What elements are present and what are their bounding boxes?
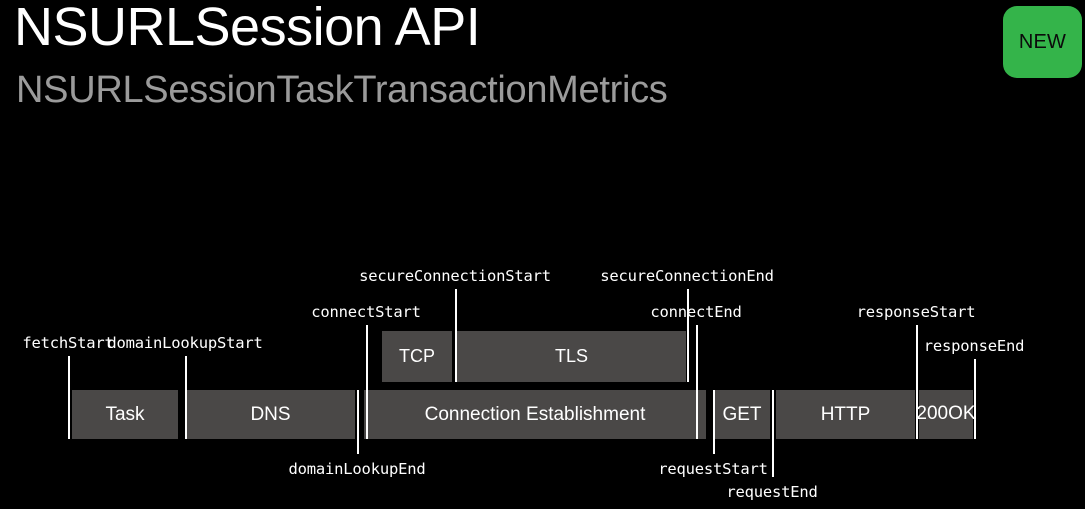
timeline-bar-label: DNS <box>250 403 291 425</box>
timeline-marker-label: connectEnd <box>650 303 742 321</box>
timeline-marker-label: secureConnectionStart <box>359 267 551 285</box>
timeline-marker-label: connectStart <box>311 303 421 321</box>
timeline-bar: TCP <box>382 331 452 382</box>
timeline-bar: GET <box>714 390 770 439</box>
timeline-tick <box>366 325 368 439</box>
timeline-tick <box>455 289 457 382</box>
new-badge: NEW <box>1003 6 1082 78</box>
timeline-tick <box>687 289 689 382</box>
timeline-bar-label: TLS <box>554 346 588 366</box>
timeline-bar-label: 200 <box>916 403 949 425</box>
timeline-bar: Connection Establishment <box>364 390 706 439</box>
timeline-marker-label: fetchStart <box>22 334 114 352</box>
timeline-marker-label: domainLookupStart <box>107 334 263 352</box>
timeline-bar: Task <box>72 390 178 439</box>
timeline-bar: HTTP <box>776 390 915 439</box>
timeline-marker-label: secureConnectionEnd <box>600 267 774 285</box>
timeline-tick <box>713 390 715 454</box>
timeline-bar-label: OK <box>948 403 976 425</box>
timeline-tick <box>357 390 359 454</box>
timeline-tick <box>974 359 976 439</box>
timeline-bar-label: HTTP <box>820 403 871 425</box>
timeline-tick <box>68 356 70 439</box>
timeline-bar-label: Task <box>105 403 145 425</box>
timeline-marker-label: requestEnd <box>726 483 818 501</box>
page-title: NSURLSession API <box>14 0 481 57</box>
timeline-marker-label: responseEnd <box>923 337 1025 355</box>
timeline-tick <box>696 325 698 439</box>
timeline-marker-label: requestStart <box>658 460 768 478</box>
timeline-tick <box>185 356 187 439</box>
timeline-bar: TLS <box>457 331 686 382</box>
timeline-bar-label: GET <box>722 403 762 425</box>
page-subtitle: NSURLSessionTaskTransactionMetrics <box>16 69 668 111</box>
timeline-bar-label: Connection Establishment <box>424 403 646 425</box>
timeline-marker-label: domainLookupEnd <box>288 460 426 478</box>
timeline-marker-label: responseStart <box>856 303 976 321</box>
timeline-tick <box>916 325 918 439</box>
timeline-bar-label: TCP <box>399 346 435 366</box>
timeline-tick <box>772 390 774 477</box>
timeline-bar: DNS <box>186 390 355 439</box>
